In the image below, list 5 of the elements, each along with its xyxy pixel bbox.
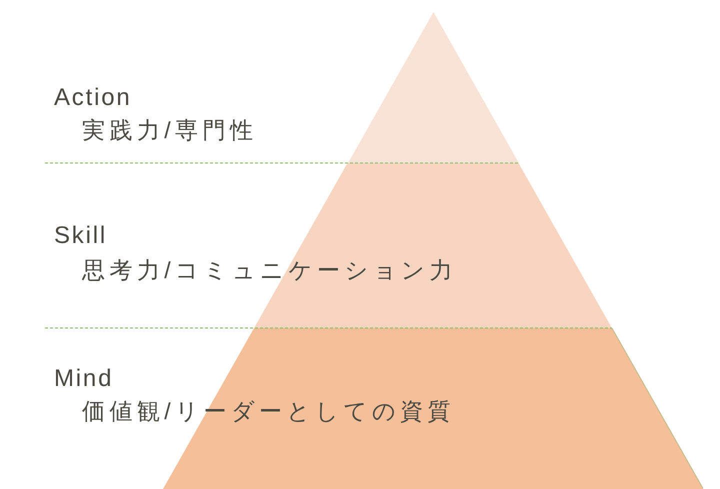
- tier-heading: Skill: [54, 222, 108, 250]
- tier-description: 思考力/コミュニケーション力: [82, 256, 457, 285]
- tier-heading: Action: [54, 84, 132, 112]
- tier-heading: Mind: [54, 365, 114, 393]
- tier-description: 実践力/専門性: [82, 116, 258, 145]
